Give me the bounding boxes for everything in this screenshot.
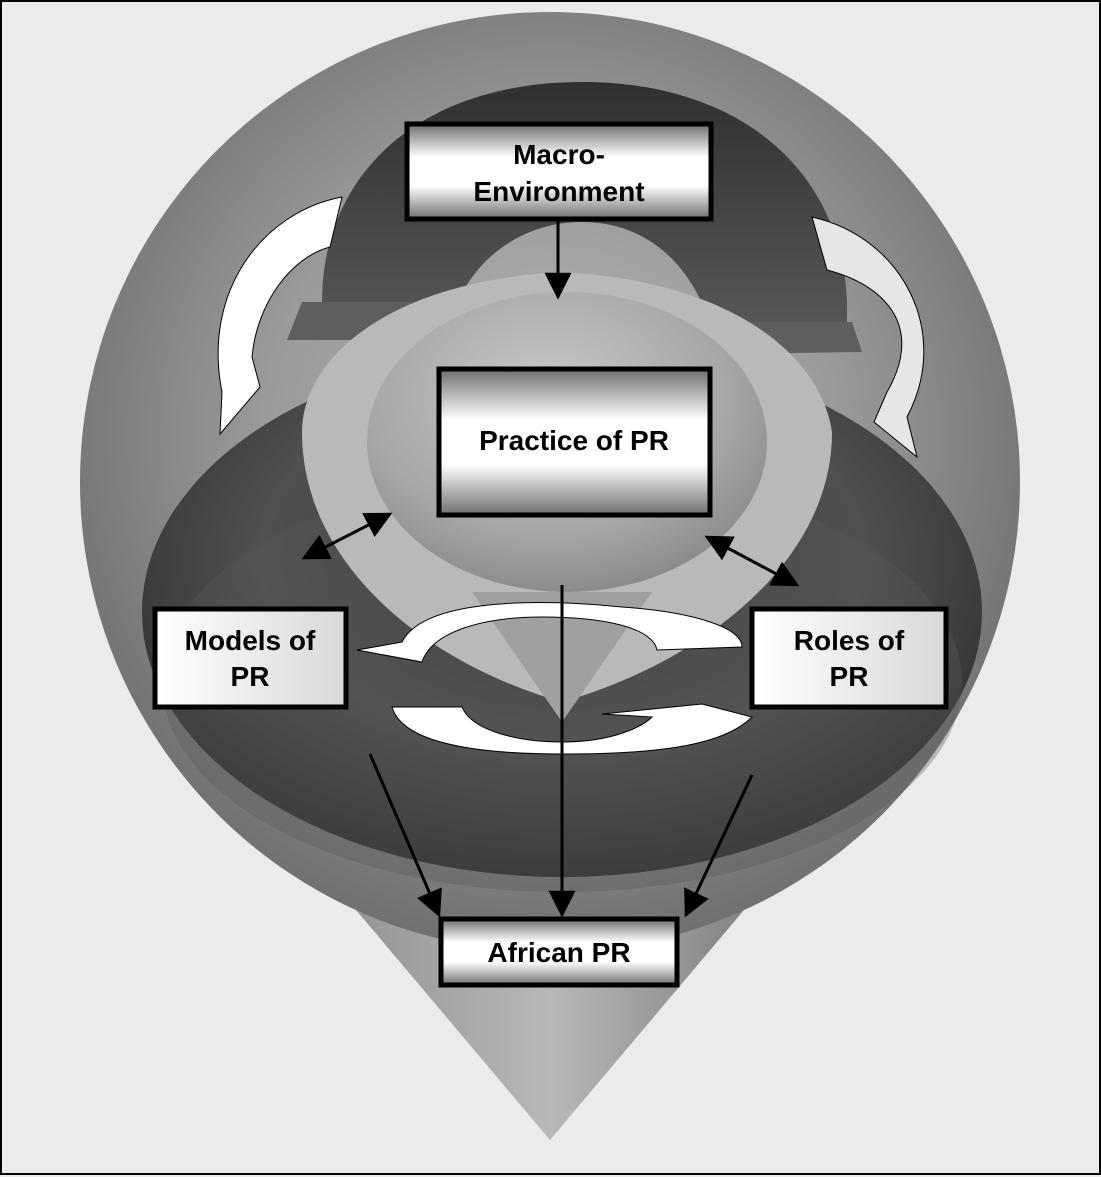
models-line1: Models of [185, 625, 316, 656]
african-label: African PR [487, 937, 630, 968]
arrow-roles-to-african [684, 774, 754, 918]
macro-environment-line2: Environment [473, 176, 644, 207]
models-box: Models of PR [152, 606, 349, 710]
practice-label: Practice of PR [479, 425, 669, 456]
roles-line2: PR [830, 661, 869, 692]
models-line2: PR [231, 661, 270, 692]
cycle-arrow-bottom [391, 703, 753, 755]
cycle-arrow-top [356, 602, 743, 663]
macro-environment-box: Macro- Environment [404, 121, 714, 222]
arrow-practice-roles [704, 535, 800, 587]
curved-arrow-right [811, 216, 925, 459]
curved-arrow-left [217, 196, 343, 436]
african-box: African PR [438, 916, 680, 988]
roles-box: Roles of PR [749, 606, 949, 710]
practice-box: Practice of PR [436, 366, 713, 518]
macro-environment-line1: Macro- [513, 139, 605, 170]
roles-line1: Roles of [794, 625, 905, 656]
arrow-models-to-african [368, 753, 442, 918]
arrow-practice-models [301, 512, 393, 560]
